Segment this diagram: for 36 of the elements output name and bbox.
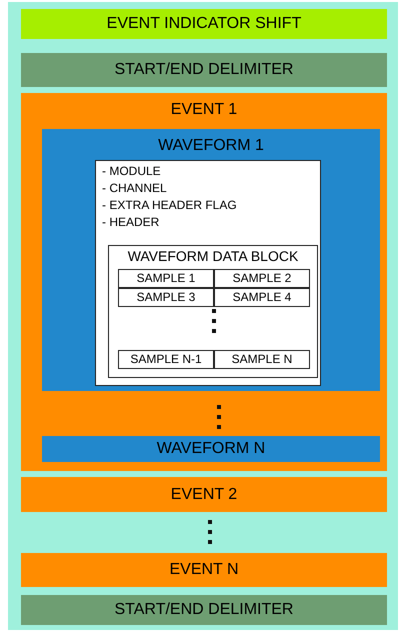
block-title: WAVEFORM 1: [157, 136, 265, 156]
field-item: - EXTRA HEADER FLAG: [101, 197, 238, 214]
block-label: WAVEFORM N: [156, 439, 266, 459]
block-title: WAVEFORM DATA BLOCK: [126, 247, 300, 266]
sample-cell: [118, 269, 214, 288]
record-block: [42, 129, 380, 391]
block-title: EVENT 1: [170, 100, 238, 120]
page-background: [8, 2, 398, 630]
record-block: [21, 93, 387, 471]
sample-cell: [214, 288, 310, 307]
block-label: START/END DELIMITER: [114, 60, 294, 80]
block-label: EVENT N: [168, 560, 240, 580]
field-item: - HEADER: [101, 214, 160, 231]
block-label: SAMPLE 2: [232, 270, 292, 287]
header-panel: [95, 160, 321, 386]
record-block: [108, 245, 318, 378]
sample-cell: [214, 350, 310, 369]
block-label: SAMPLE N-1: [129, 351, 203, 368]
block-label: START/END DELIMITER: [114, 600, 294, 620]
record-band: [21, 553, 387, 587]
field-item: - MODULE: [101, 163, 162, 180]
record-band: [21, 9, 387, 39]
block-label: SAMPLE 4: [232, 289, 292, 306]
field-item: - CHANNEL: [101, 180, 168, 197]
block-label: SAMPLE 3: [136, 289, 196, 306]
record-band: [21, 477, 387, 512]
block-label: SAMPLE N: [230, 351, 294, 368]
sample-cell: [118, 288, 214, 307]
sample-cell: [118, 350, 214, 369]
sample-cell: [214, 269, 310, 288]
block-label: EVENT 2: [170, 485, 238, 505]
record-band: [21, 595, 387, 625]
block-label: EVENT INDICATOR SHIFT: [106, 14, 302, 34]
record-band: [21, 53, 387, 87]
record-band: [42, 436, 380, 462]
block-label: SAMPLE 1: [136, 270, 196, 287]
